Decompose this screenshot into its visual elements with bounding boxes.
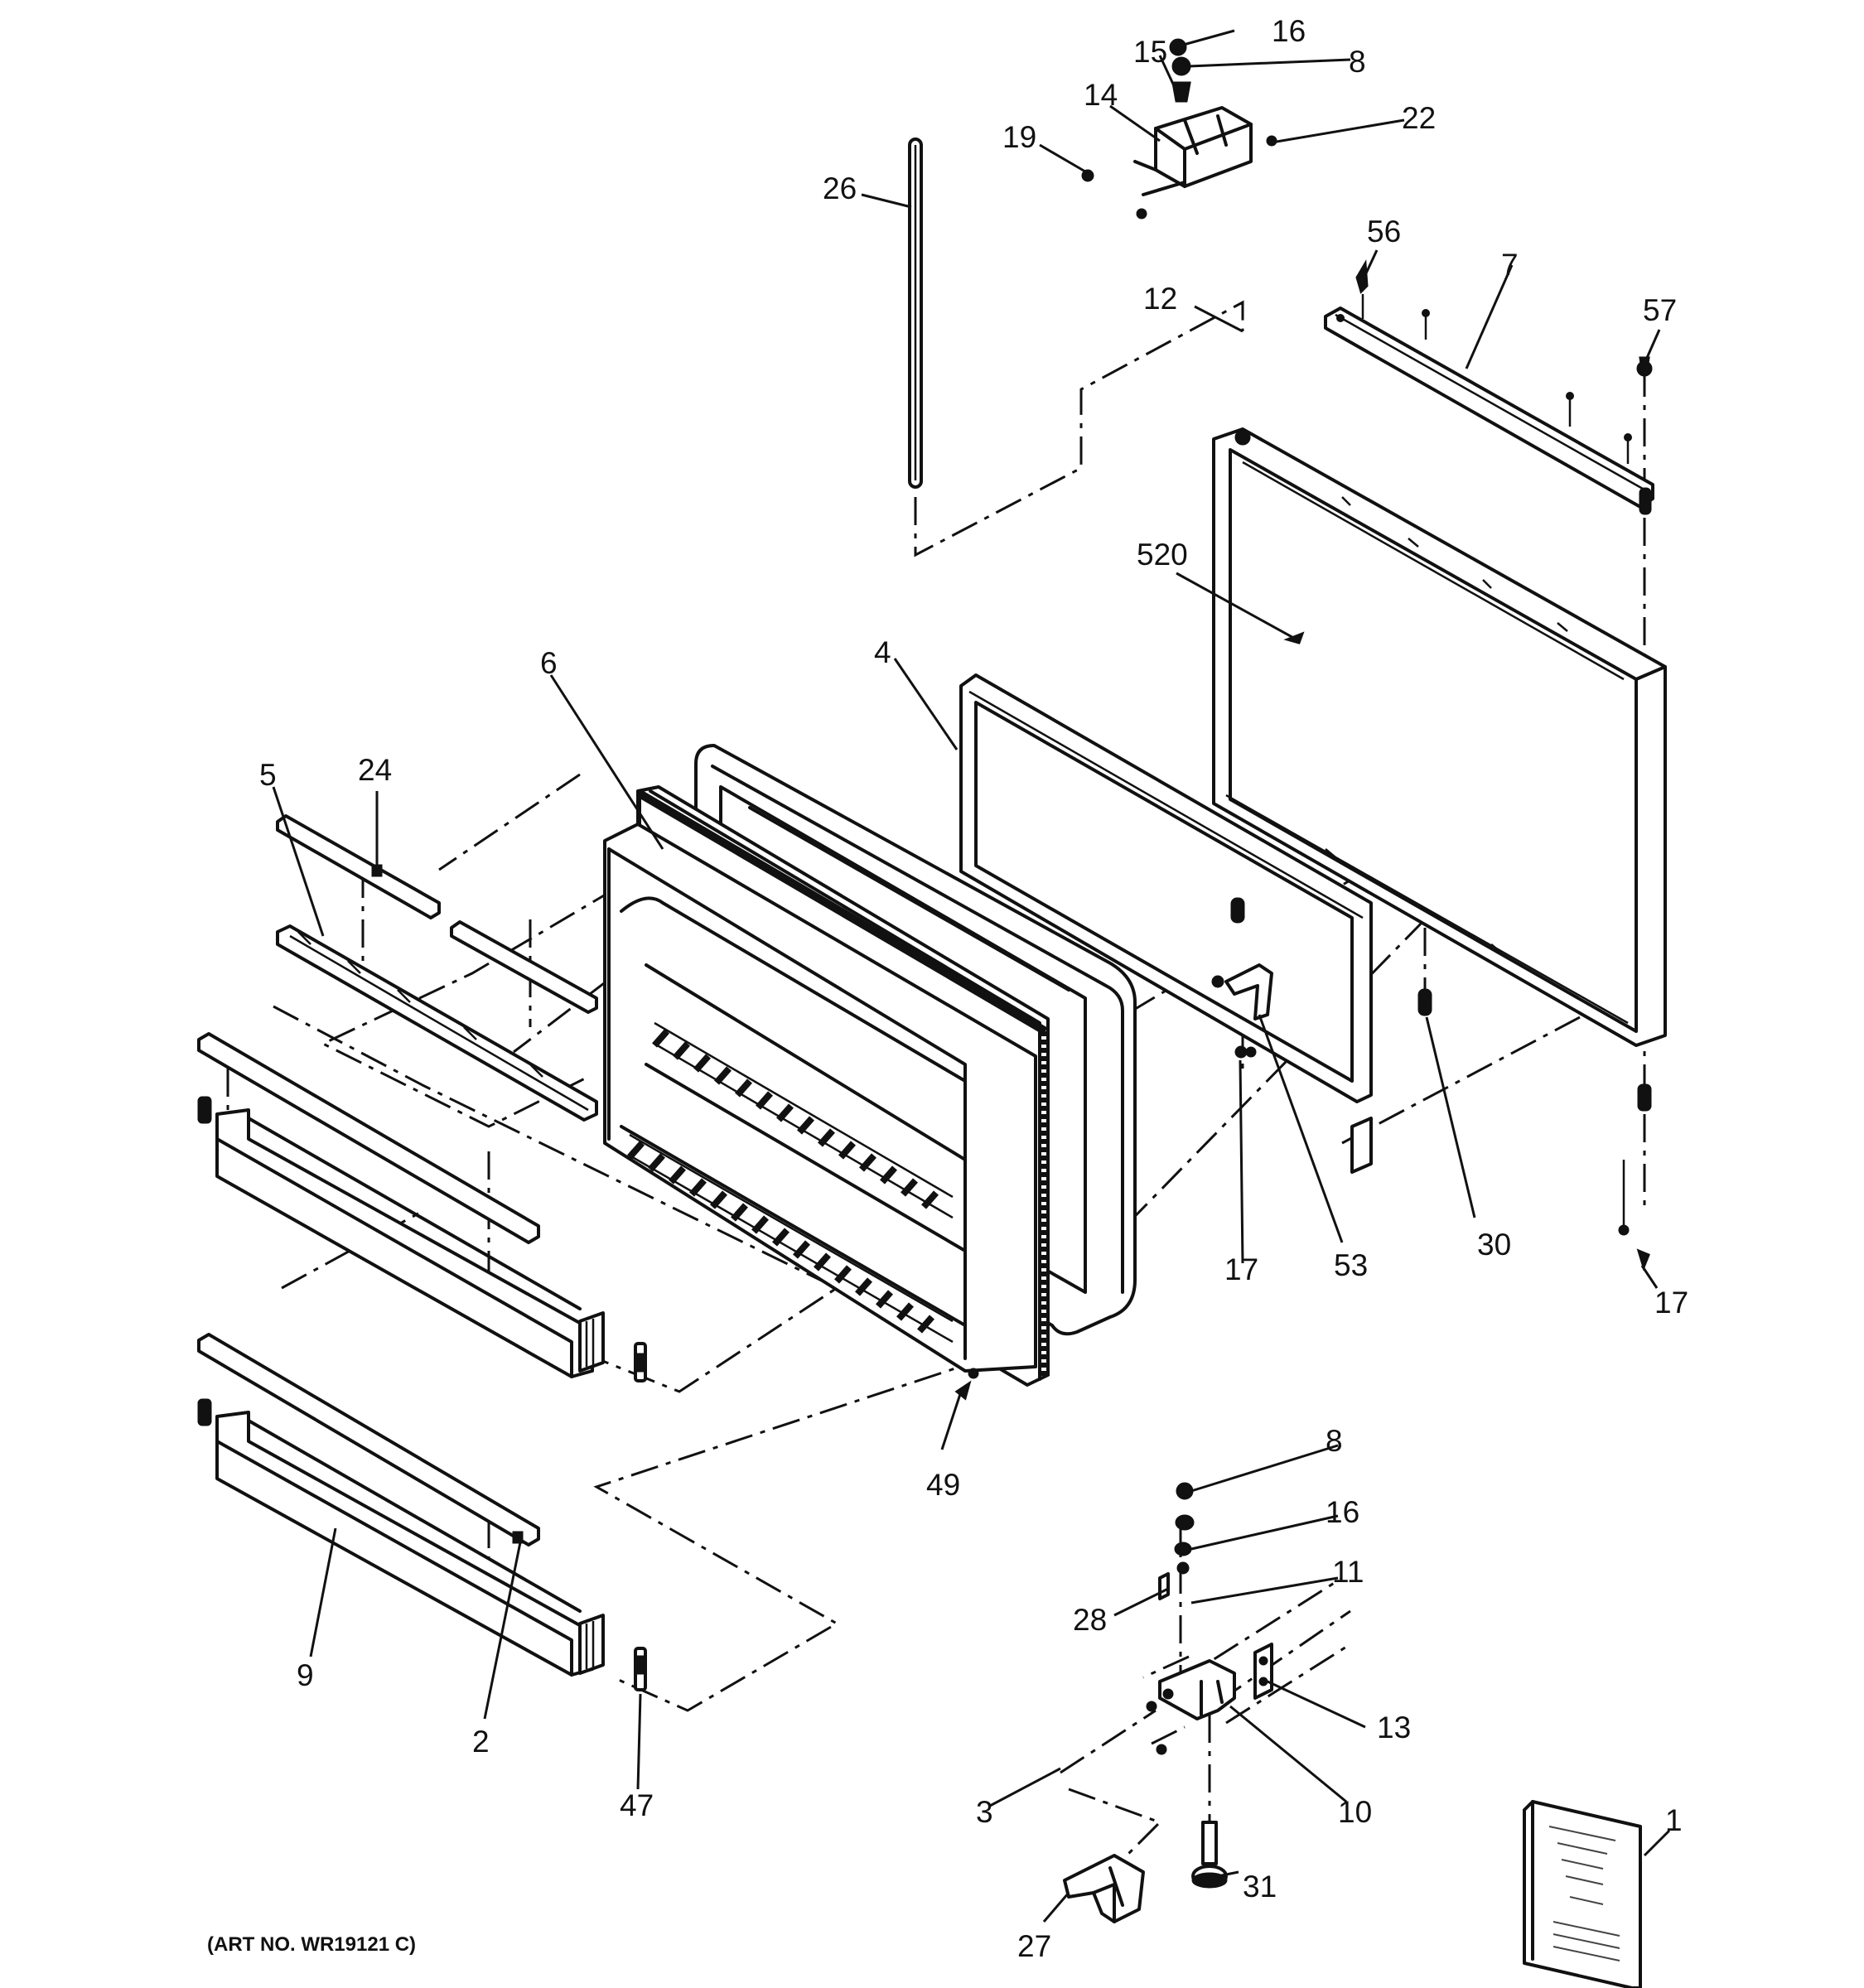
part-47-divider-upper [634,1342,647,1382]
part-1-manual [1523,1800,1642,1988]
callout-19: 19 [1002,120,1036,154]
callout-5: 5 [259,758,277,792]
callout-24: 24 [358,753,392,787]
callout-4: 4 [874,635,891,669]
top-hinge-assembly [1081,38,1277,220]
callout-12: 12 [1143,282,1177,316]
callout-30: 30 [1477,1228,1511,1262]
callout-7: 7 [1501,248,1519,282]
callout-56: 56 [1367,215,1401,248]
callout-49: 49 [926,1468,960,1502]
callout-15: 15 [1133,35,1167,69]
callout-27: 27 [1017,1929,1051,1963]
part-26-rod [908,138,923,489]
callout-16-bottom: 16 [1326,1495,1359,1529]
callout-14: 14 [1084,78,1118,112]
callout-28: 28 [1073,1603,1107,1637]
upper-door-bin [197,1032,605,1378]
callout-8-top: 8 [1349,45,1366,79]
callout-2: 2 [472,1725,490,1759]
callout-57: 57 [1643,293,1677,327]
callout-16-top: 16 [1272,14,1306,48]
part-30-fastener [1417,988,1432,1016]
callout-11: 11 [1332,1555,1364,1589]
callout-13: 13 [1377,1711,1411,1744]
callout-47: 47 [620,1788,654,1822]
part-2-bin-strip [197,1333,540,1546]
callout-53: 53 [1334,1248,1368,1282]
part-520-door-frame [1212,427,1667,1271]
part-24-shelf-rail [276,814,598,1014]
art-number-label: (ART NO. WR19121 C) [207,1933,416,1956]
part-47-divider-lower [634,1647,647,1691]
callout-9: 9 [297,1658,314,1692]
part-27-bracket [1063,1854,1145,1923]
callout-6: 6 [540,646,558,680]
callout-520: 520 [1137,538,1188,572]
leader-lines [272,29,1671,1923]
callout-26: 26 [823,171,857,205]
callout-17-center: 17 [1224,1252,1258,1286]
part-5-shelf-support [276,924,598,1122]
callout-8-bottom: 8 [1326,1424,1343,1458]
part-9-lower-bin [215,1411,605,1677]
callout-3: 3 [976,1795,993,1829]
manual-text-lines [1548,1826,1620,1961]
callout-22: 22 [1402,101,1436,135]
callout-31: 31 [1243,1870,1277,1904]
callout-17-right: 17 [1654,1286,1688,1320]
part-6-door-liner [603,785,1050,1401]
part-7-top-strip [1324,259,1654,515]
callout-labels: 16 15 8 14 22 19 26 56 7 12 57 520 4 6 5… [207,14,1688,1963]
callout-1: 1 [1665,1803,1683,1837]
bottom-hinge-assembly [1146,1482,1273,1889]
callout-10: 10 [1338,1795,1372,1829]
